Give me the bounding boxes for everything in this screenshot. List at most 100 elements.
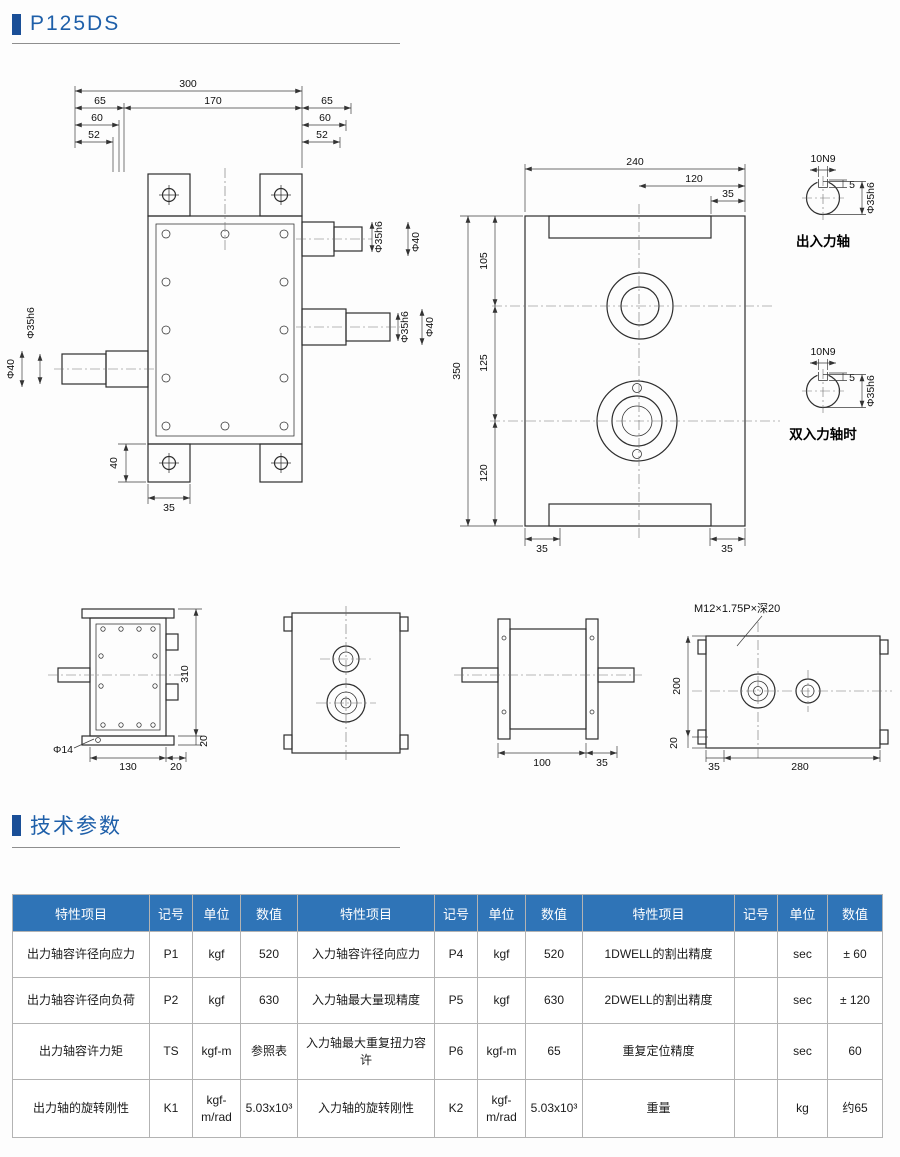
dim-65-right: 65 <box>321 95 333 107</box>
dim-35-top: 35 <box>722 188 734 200</box>
dim-35: 35 <box>708 761 720 773</box>
table-cell: ± 60 <box>827 931 883 978</box>
bottom-view-c: 100 35 <box>454 618 642 769</box>
table-row: 出力轴容许径向负荷 P2 kgf 630 入力轴最大量现精度 P5 kgf 63… <box>12 977 883 1024</box>
dim-35-bottom-right: 35 <box>721 543 733 555</box>
dim-130: 130 <box>119 761 137 773</box>
gearbox-body-outline <box>147 215 303 445</box>
section-bullet-icon <box>12 13 21 35</box>
shaft-section-detail-top: 10N9 5 Φ35h6 出入力轴 <box>796 153 877 249</box>
dim-phi35h6-mid-right: Φ35h6 <box>399 311 411 343</box>
table-cell: sec <box>777 931 828 978</box>
dim-20-vertical: 20 <box>198 735 210 747</box>
table-cell: kgf <box>477 977 526 1024</box>
bottom-view-b <box>283 606 409 760</box>
tech-params-table: 特性项目 记号 单位 数值 特性项目 记号 单位 数值 特性项目 记号 单位 数… <box>12 894 883 1138</box>
table-cell: 入力轴的旋转刚性 <box>297 1079 435 1138</box>
dim-keyway-depth-top: 5 <box>849 179 855 191</box>
table-header-row: 特性项目 记号 单位 数值 特性项目 记号 单位 数值 特性项目 记号 单位 数… <box>12 894 883 932</box>
table-cell <box>734 1079 778 1138</box>
dim-keyway-top: 10N9 <box>810 153 835 165</box>
table-cell: kgf-m <box>192 1023 241 1080</box>
dim-35: 35 <box>596 757 608 769</box>
table-cell: 1DWELL的割出精度 <box>582 931 735 978</box>
table-cell: kgf-m/rad <box>192 1079 241 1138</box>
table-cell <box>734 977 778 1024</box>
table-cell: 入力轴最大量现精度 <box>297 977 435 1024</box>
table-cell: 入力轴最大重复扭力容许 <box>297 1023 435 1080</box>
table-cell: P4 <box>434 931 478 978</box>
dim-20-horizontal: 20 <box>170 761 182 773</box>
dim-60-left: 60 <box>91 112 103 124</box>
table-cell: kg <box>777 1079 828 1138</box>
table-cell: 参照表 <box>240 1023 298 1080</box>
table-cell <box>734 931 778 978</box>
table-cell: P5 <box>434 977 478 1024</box>
dim-phi40-mid-right: Φ40 <box>424 317 436 337</box>
table-cell: kgf-m/rad <box>477 1079 526 1138</box>
shaft-section-label-top: 出入力轴 <box>796 233 850 249</box>
table-row: 出力轴容许力矩 TS kgf-m 参照表 入力轴最大重复扭力容许 P6 kgf-… <box>12 1023 883 1080</box>
dim-phi35h6-top-right: Φ35h6 <box>373 221 385 253</box>
table-cell: TS <box>149 1023 193 1080</box>
dim-keyway-bottom: 10N9 <box>810 346 835 358</box>
table-cell: P1 <box>149 931 193 978</box>
table-cell: 出力轴的旋转刚性 <box>12 1079 150 1138</box>
table-row: 出力轴容许径向应力 P1 kgf 520 入力轴容许径向应力 P4 kgf 52… <box>12 931 883 978</box>
table-cell <box>734 1023 778 1080</box>
column-header: 数值 <box>827 894 883 932</box>
table-cell: 出力轴容许径向负荷 <box>12 977 150 1024</box>
column-header: 特性项目 <box>12 894 150 932</box>
column-header: 数值 <box>240 894 298 932</box>
table-cell: kgf <box>477 931 526 978</box>
shaft-section-label-bottom: 双入力轴时 <box>789 426 857 442</box>
dim-keyway-depth-bottom: 5 <box>849 372 855 384</box>
table-cell: 入力轴容许径向应力 <box>297 931 435 978</box>
dim-120-left: 120 <box>478 464 490 482</box>
dim-280: 280 <box>791 761 809 773</box>
table-cell: 约65 <box>827 1079 883 1138</box>
column-header: 特性项目 <box>582 894 735 932</box>
bottom-view-d: M12×1.75P×深20 200 20 35 280 <box>668 602 892 773</box>
table-cell: 5.03x10³ <box>240 1079 298 1138</box>
column-header: 记号 <box>149 894 193 932</box>
dim-phi14: Φ14 <box>53 744 73 756</box>
dim-240: 240 <box>626 156 644 168</box>
column-header: 记号 <box>434 894 478 932</box>
table-cell: 520 <box>525 931 583 978</box>
table-cell: 重复定位精度 <box>582 1023 735 1080</box>
table-row: 出力轴的旋转刚性 K1 kgf-m/rad 5.03x10³ 入力轴的旋转刚性 … <box>12 1079 883 1138</box>
table-cell: P2 <box>149 977 193 1024</box>
shaft-section-detail-bottom: 10N9 5 Φ35h6 双入力轴时 <box>789 346 877 442</box>
table-cell: 出力轴容许力矩 <box>12 1023 150 1080</box>
table-cell: 2DWELL的割出精度 <box>582 977 735 1024</box>
dim-60-right: 60 <box>319 112 331 124</box>
table-cell: P6 <box>434 1023 478 1080</box>
technical-drawings: 300 65 170 65 60 60 52 52 Φ35h6 Φ40 Φ35h… <box>5 78 892 773</box>
dim-200: 200 <box>671 677 683 695</box>
dim-52-left: 52 <box>88 129 100 141</box>
dim-310: 310 <box>179 665 191 683</box>
dim-170: 170 <box>204 95 222 107</box>
dim-105: 105 <box>478 252 490 270</box>
table-cell: 630 <box>525 977 583 1024</box>
section-bullet-icon <box>12 814 21 836</box>
side-view-drawing: 240 120 35 350 105 125 120 35 35 <box>451 156 780 555</box>
dim-35-bottom: 35 <box>163 502 175 514</box>
dim-shaft-dia-bottom: Φ35h6 <box>865 375 877 407</box>
dim-350: 350 <box>451 362 463 380</box>
dim-20: 20 <box>668 737 680 749</box>
page-title: P125DS <box>30 12 121 35</box>
table-cell: 出力轴容许径向应力 <box>12 931 150 978</box>
table-cell: K1 <box>149 1079 193 1138</box>
front-view-drawing: 300 65 170 65 60 60 52 52 Φ35h6 Φ40 Φ35h… <box>5 78 436 514</box>
dim-65-left: 65 <box>94 95 106 107</box>
column-header: 单位 <box>192 894 241 932</box>
dim-phi35h6-left: Φ35h6 <box>25 307 37 339</box>
table-cell: K2 <box>434 1079 478 1138</box>
table-cell: 520 <box>240 931 298 978</box>
dim-52-right: 52 <box>316 129 328 141</box>
bottom-view-a: 310 20 Φ14 130 20 <box>48 608 210 773</box>
table-cell: ± 120 <box>827 977 883 1024</box>
page-header: P125DS <box>12 12 400 44</box>
